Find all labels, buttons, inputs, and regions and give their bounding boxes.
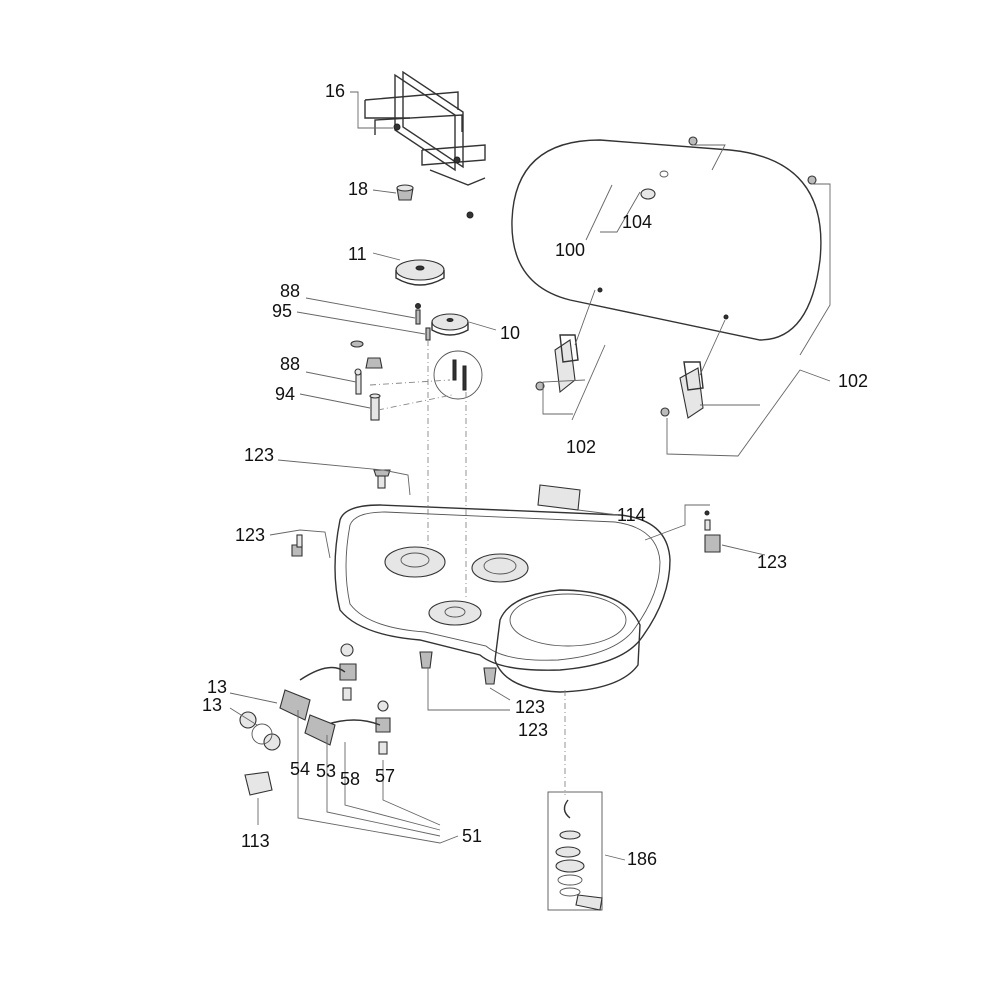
glass-lid (511, 136, 822, 341)
label-53: 53 (316, 761, 337, 781)
centre-lines (369, 340, 566, 795)
label-123-b: 123 (235, 525, 266, 545)
label-186: 186 (627, 849, 658, 869)
label-123-a: 123 (244, 445, 275, 465)
pan-support (364, 70, 486, 219)
label-88-upper: 88 (280, 281, 301, 301)
label-102-bottom: 102 (566, 437, 597, 457)
label-123-d: 123 (515, 697, 546, 717)
label-57: 57 (375, 766, 396, 786)
burner-cap-large (395, 259, 445, 286)
label-51: 51 (462, 826, 483, 846)
label-94: 94 (275, 384, 296, 404)
label-88-lower: 88 (280, 354, 301, 374)
label-95: 95 (272, 301, 293, 321)
bracket-114 (537, 484, 581, 511)
burner-cap-small (431, 313, 469, 336)
label-114: 114 (617, 505, 646, 525)
label-113: 113 (241, 831, 270, 851)
label-123-e: 123 (518, 720, 549, 740)
leader-lines (229, 91, 831, 861)
pan-support-foot (396, 184, 414, 201)
label-58: 58 (340, 769, 361, 789)
label-13-lower: 13 (202, 695, 223, 715)
label-102-right: 102 (838, 371, 869, 391)
label-10: 10 (500, 323, 521, 343)
electrodes (350, 303, 483, 421)
sink-drain (547, 791, 603, 911)
label-13-upper: 13 (207, 677, 228, 697)
gas-valve-assembly (239, 643, 391, 796)
mounting-brackets (291, 469, 721, 685)
label-104: 104 (622, 212, 653, 232)
label-54: 54 (290, 759, 311, 779)
label-16: 16 (325, 81, 346, 101)
label-11: 11 (348, 244, 367, 264)
label-18: 18 (348, 179, 369, 199)
hob-body (334, 504, 671, 693)
lid-hinges (535, 334, 704, 419)
label-123-c: 123 (757, 552, 788, 572)
label-100: 100 (555, 240, 586, 260)
